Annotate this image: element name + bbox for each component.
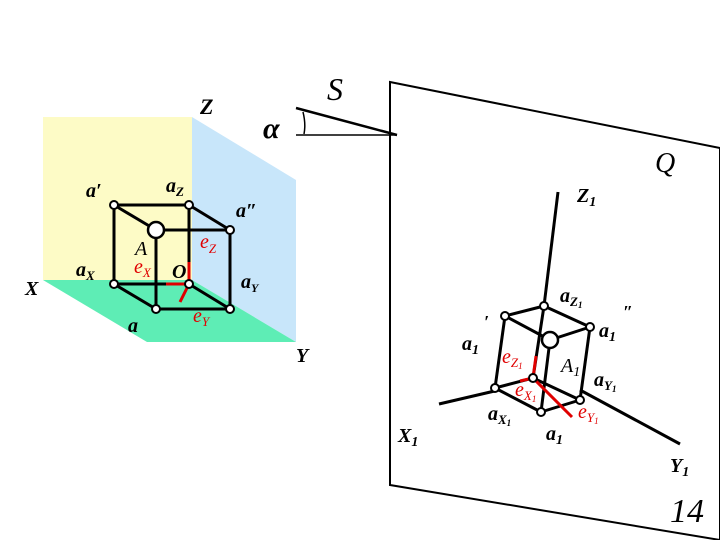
- direction-S-line: [295, 106, 398, 137]
- label-a-z1: aZ1: [560, 285, 582, 310]
- right-coordinate-system: Z1 X1 Y1 a1 ′ a1 ″ a1 A1 aZ1 aX1 aY1 eZ1…: [397, 185, 689, 480]
- unit-vector-y1: [531, 376, 574, 419]
- frontal-plane: [43, 117, 192, 280]
- vertex-a-profile: [225, 225, 235, 235]
- axis-label-z1: Z1: [576, 185, 596, 210]
- label-a1-horizontal: a1: [546, 423, 563, 448]
- point-A: [146, 220, 166, 240]
- label-a-x: aX: [76, 259, 95, 283]
- box-vertices: [109, 200, 235, 314]
- label-origin: O: [172, 261, 186, 283]
- vertex-a-y1: [575, 395, 585, 405]
- label-point-A1: A1: [559, 355, 580, 380]
- side-plane: [192, 117, 296, 342]
- label-a-z: aZ: [166, 175, 184, 199]
- label-e-z1: eZ1: [502, 346, 523, 371]
- vertex-a-horizontal: [151, 304, 161, 314]
- box-edge: [532, 376, 581, 402]
- vertex-a-z: [184, 200, 194, 210]
- page-number: 14: [670, 493, 704, 530]
- projection-direction: S α: [263, 71, 398, 145]
- label-e-y: eY: [193, 305, 211, 329]
- vertex-a1-profile: [585, 322, 595, 332]
- box-edge: [493, 315, 507, 389]
- label-e-y1: eY1: [578, 401, 599, 426]
- label-a-profile: a″: [236, 200, 257, 222]
- projection-plane-Q: Q: [389, 80, 720, 540]
- vertex-origin: [184, 279, 194, 289]
- angle-arc: [302, 111, 306, 135]
- box-edge: [494, 386, 542, 414]
- label-point-A: A: [133, 238, 148, 260]
- plane-Q: [389, 80, 720, 540]
- axis-y1: [579, 388, 681, 446]
- vertex-a1-frontal: [500, 311, 510, 321]
- mark-a1-frontal: ′: [484, 312, 489, 332]
- axis-z1: [542, 191, 560, 307]
- axis-label-y1: Y1: [670, 455, 689, 480]
- label-plane-Q: Q: [655, 148, 675, 179]
- label-a1-profile: a1: [599, 320, 616, 345]
- label-direction-S: S: [327, 71, 343, 107]
- projected-vertices: [490, 301, 595, 417]
- right-axes: [438, 191, 681, 446]
- label-a-x1: aX1: [488, 403, 511, 428]
- label-a-horizontal: a: [128, 315, 138, 337]
- axis-x1: [438, 388, 500, 406]
- axis-label-x: X: [24, 278, 39, 300]
- box-edge: [578, 326, 592, 401]
- vertex-a1-horizontal: [536, 407, 546, 417]
- box-edge: [504, 304, 545, 318]
- axis-label-x1: X1: [397, 425, 418, 450]
- vertex-a-frontal: [109, 200, 119, 210]
- box-edge: [188, 203, 231, 232]
- label-e-z: eZ: [200, 231, 217, 256]
- label-e-x1: eX1: [515, 379, 536, 404]
- vertex-a-z1: [539, 301, 549, 311]
- label-a-y1: aY1: [594, 369, 616, 394]
- vertex-a-x: [109, 279, 119, 289]
- box-edge: [113, 282, 157, 311]
- label-a1-frontal: a1: [462, 333, 479, 358]
- box-edge: [539, 339, 552, 413]
- axis-label-z: Z: [199, 94, 213, 119]
- label-a-y: aY: [241, 271, 260, 295]
- vertex-a-x1: [490, 383, 500, 393]
- box-edge: [188, 282, 231, 311]
- ground-plane: [43, 280, 296, 342]
- point-A1: [540, 330, 560, 350]
- vertex-a-y: [225, 304, 235, 314]
- label-a-frontal: a′: [86, 180, 102, 202]
- axis-label-y: Y: [296, 345, 310, 367]
- label-angle-alpha: α: [263, 112, 280, 145]
- coordinate-box: [112, 203, 232, 311]
- box-edge: [543, 304, 591, 329]
- mark-a1-profile: ″: [623, 302, 633, 322]
- left-coordinate-system: Z X Y a′ a″ a A O aZ aX aY eZ eX eY: [24, 94, 310, 367]
- label-e-x: eX: [134, 256, 152, 280]
- vertex-origin-1: [528, 373, 538, 383]
